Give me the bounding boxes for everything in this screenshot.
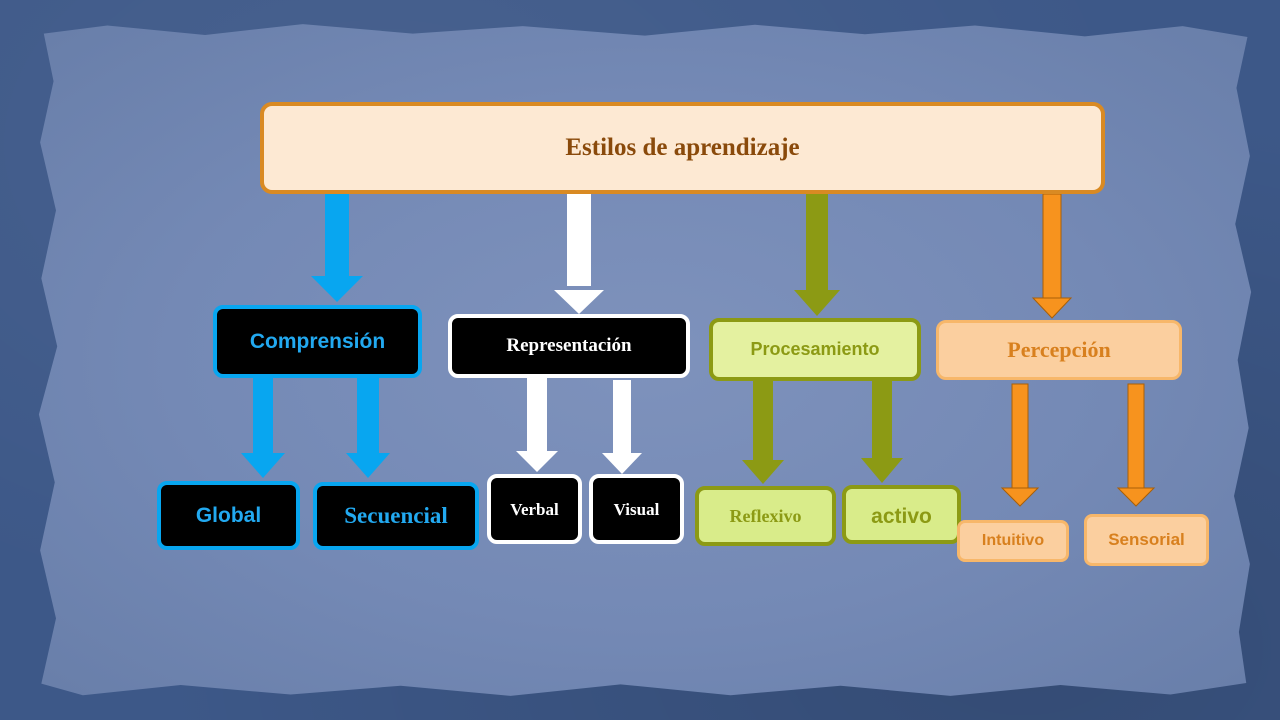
node-activo-label: activo	[871, 505, 932, 528]
node-sensorial-label: Sensorial	[1108, 530, 1185, 549]
node-sensorial: Sensorial	[1084, 514, 1209, 566]
node-comprension-label: Comprensión	[249, 329, 386, 353]
arrow-comprension-secuencial	[346, 375, 390, 478]
node-secuencial-label: Secuencial	[344, 503, 448, 528]
arrow-root-percepcion	[1031, 193, 1073, 319]
node-visual: Visual	[589, 474, 684, 544]
arrow-root-procesamiento	[794, 192, 840, 316]
arrow-comprension-global	[241, 375, 285, 478]
node-visual-label: Visual	[613, 500, 660, 519]
arrow-root-comprension	[311, 190, 363, 302]
arrow-percepcion-intuitivo	[1000, 383, 1040, 507]
arrow-procesamiento-activo	[861, 380, 903, 483]
node-representacion-label: Representación	[506, 335, 632, 356]
node-activo: activo	[842, 485, 961, 544]
arrow-representacion-visual	[602, 380, 642, 474]
node-percepcion: Percepción	[936, 320, 1182, 380]
node-intuitivo: Intuitivo	[957, 520, 1069, 562]
arrow-representacion-verbal	[516, 376, 558, 472]
arrow-root-representacion	[554, 194, 604, 314]
node-reflexivo: Reflexivo	[695, 486, 836, 546]
node-procesamiento-label: Procesamiento	[750, 339, 880, 359]
root-node: Estilos de aprendizaje	[260, 102, 1105, 194]
node-procesamiento: Procesamiento	[709, 318, 921, 381]
node-global-label: Global	[195, 503, 262, 527]
node-secuencial: Secuencial	[313, 482, 479, 550]
node-verbal: Verbal	[487, 474, 582, 544]
node-percepcion-label: Percepción	[1007, 337, 1111, 362]
node-intuitivo-label: Intuitivo	[981, 532, 1045, 549]
node-representacion: Representación	[448, 314, 690, 378]
node-reflexivo-label: Reflexivo	[729, 505, 802, 526]
root-label: Estilos de aprendizaje	[565, 134, 800, 161]
node-global: Global	[157, 481, 300, 550]
node-verbal-label: Verbal	[510, 500, 559, 519]
node-comprension: Comprensión	[213, 305, 422, 378]
arrow-procesamiento-reflexivo	[742, 380, 784, 484]
arrow-percepcion-sensorial	[1116, 383, 1156, 507]
